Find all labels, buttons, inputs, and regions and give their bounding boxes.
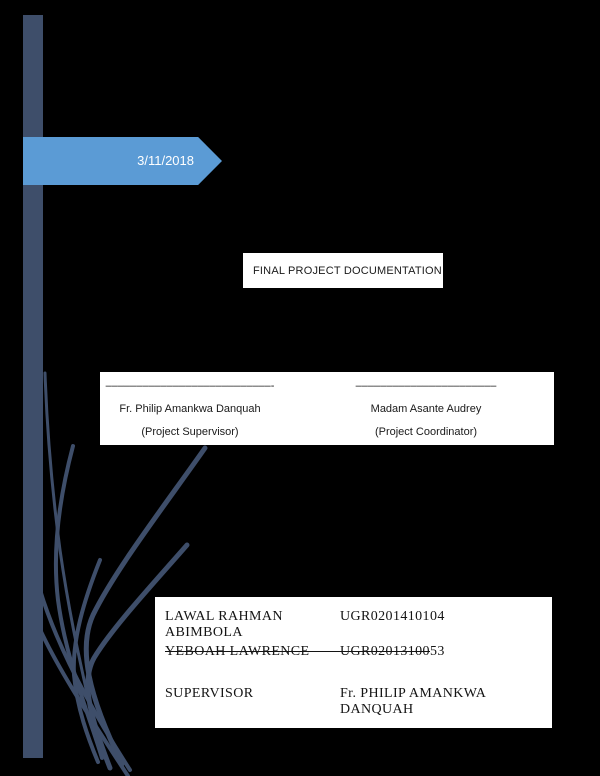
supervisor-label: SUPERVISOR [165,686,254,701]
author-id: UGR0201410104 [340,609,445,624]
date-banner: 3/11/2018 [23,137,222,185]
author-name: LAWAL RAHMAN ABIMBOLA [165,609,283,640]
title-box: FINAL PROJECT DOCUMENTATION [243,253,443,288]
coordinator-signature-block: ––––––––––––––––––––––– Madam Asante Aud… [326,375,526,444]
supervisor-signature-block: –––––––––––––––––––––––––––- Fr. Philip … [100,375,280,444]
accent-bar [23,15,43,758]
date-text: 3/11/2018 [137,153,194,168]
coordinator-role: (Project Coordinator) [374,426,478,438]
document-title: FINAL PROJECT DOCUMENTATION [253,264,442,277]
supervisor-role: (Project Supervisor) [141,426,239,438]
credit-row-supervisor: SUPERVISOR Fr. PHILIP AMANKWA DANQUAH [165,686,546,718]
struck-author-id: UGR0201310053 [340,644,445,659]
signature-box: –––––––––––––––––––––––––––- Fr. Philip … [100,372,554,445]
supervisor-full-name: Fr. PHILIP AMANKWA DANQUAH [340,686,486,717]
coordinator-name: Madam Asante Audrey [370,403,482,415]
struck-author-name: YEBOAH LAWRENCE [165,644,310,659]
credit-row-struck-author: YEBOAH LAWRENCE UGR0201310053 [165,644,546,660]
signature-line: –––––––––––––––––––––––––––- [105,380,275,392]
credits-box: LAWAL RAHMAN ABIMBOLA UGR0201410104 YEBO… [155,597,552,728]
supervisor-name: Fr. Philip Amankwa Danquah [119,403,261,415]
credit-row-author: LAWAL RAHMAN ABIMBOLA UGR0201410104 [165,609,546,641]
strikethrough-line [165,651,430,652]
signature-line: ––––––––––––––––––––––– [355,380,497,392]
